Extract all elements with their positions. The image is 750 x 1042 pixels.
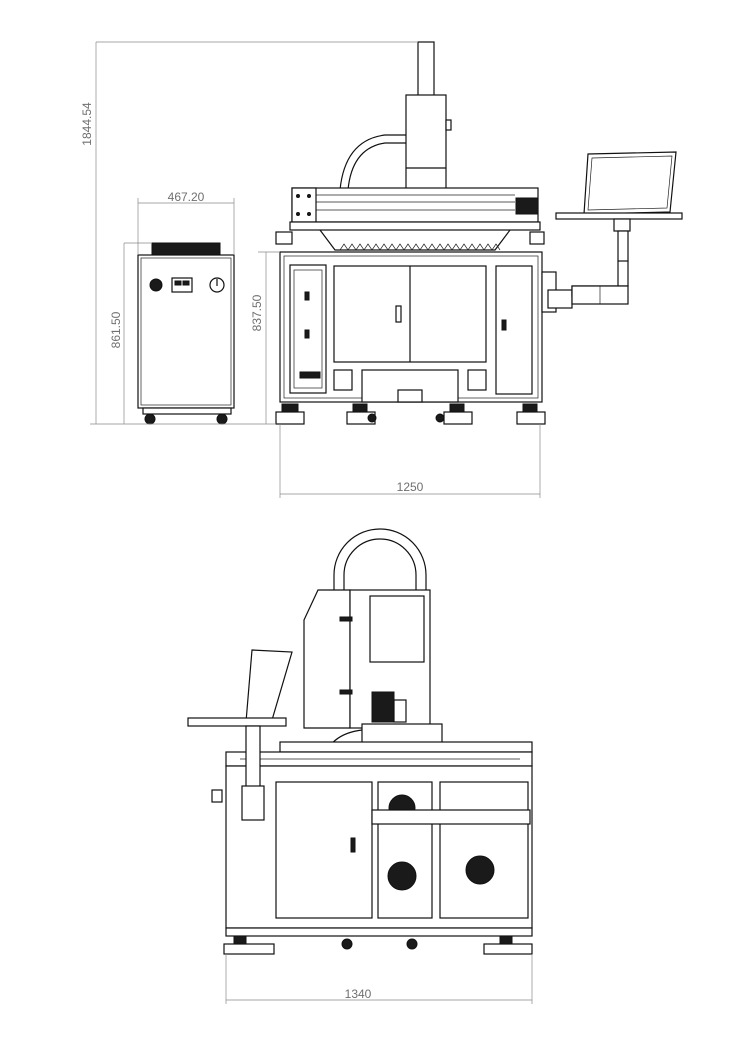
laptop-screen-side xyxy=(245,649,293,723)
laptop-tray-side xyxy=(187,717,287,727)
dim-front-width: 1250 xyxy=(397,480,424,494)
front-view xyxy=(90,41,683,498)
foot xyxy=(223,943,275,955)
z-column-top xyxy=(417,41,435,97)
caster-icon xyxy=(144,413,156,425)
foot xyxy=(483,943,533,955)
right-panel xyxy=(495,265,533,395)
window-panel xyxy=(369,595,425,663)
foot xyxy=(281,403,299,413)
dim-cabinet-width: 467.20 xyxy=(168,190,205,204)
laser-head xyxy=(371,691,395,723)
gantry-carriage xyxy=(361,723,443,745)
cabinet-top-handle xyxy=(151,242,221,256)
gantry-motor xyxy=(515,197,539,215)
chiller-cabinet xyxy=(137,242,235,425)
caster-icon xyxy=(216,413,228,425)
dim-side-width: 1340 xyxy=(345,987,372,1001)
foot xyxy=(522,403,538,413)
laptop-stand xyxy=(555,151,683,305)
power-knob-icon xyxy=(149,278,163,292)
drawer-handle xyxy=(397,389,423,403)
caster-icon xyxy=(341,938,353,950)
dim-cabinet-height: 861.50 xyxy=(109,311,123,348)
fan-icon xyxy=(387,861,417,891)
foot xyxy=(449,403,465,413)
side-door xyxy=(275,781,373,919)
dim-total-height: 1844.54 xyxy=(80,102,94,146)
honeycomb-bed xyxy=(339,243,501,251)
side-view xyxy=(187,528,533,1004)
laptop-tray xyxy=(555,212,683,220)
main-machine-front xyxy=(275,41,573,425)
dimension-lines-front xyxy=(90,41,541,498)
foot xyxy=(352,403,368,413)
door-handle xyxy=(395,305,402,323)
dim-table-height: 837.50 xyxy=(250,294,264,331)
cable-carrier xyxy=(339,134,406,191)
side-enclosure xyxy=(303,589,351,729)
laptop-screen xyxy=(583,151,677,215)
arm-post-side xyxy=(245,725,261,791)
caster-icon xyxy=(406,938,418,950)
arm-post xyxy=(617,230,629,262)
gantry-beam xyxy=(291,187,539,223)
cable-arc xyxy=(333,528,427,600)
fan-icon xyxy=(465,855,495,885)
